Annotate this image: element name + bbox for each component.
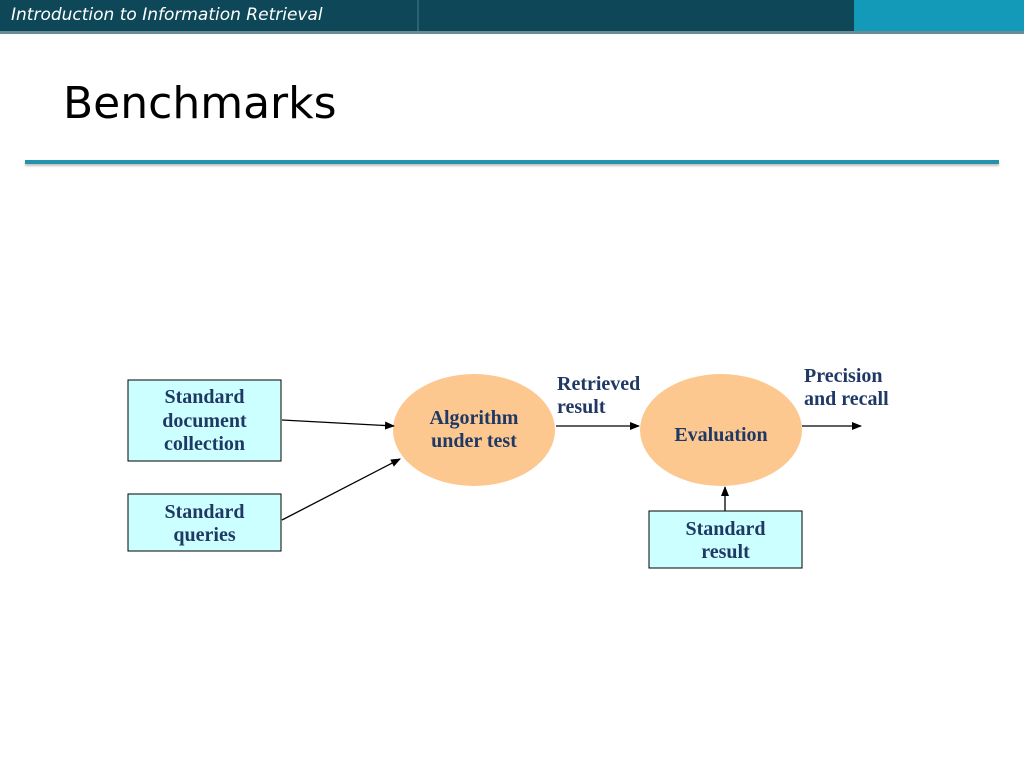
- algorithm-line-2: under test: [431, 430, 517, 452]
- precision-recall-line-2: and recall: [804, 388, 889, 410]
- course-title: Introduction to Information Retrieval: [11, 5, 323, 25]
- precision-recall-line-1: Precision: [804, 365, 883, 387]
- queries-box: [127, 493, 282, 552]
- label-precision-and-recall: Precision and recall: [804, 365, 889, 410]
- header-bar: [0, 0, 1024, 34]
- doc-collection-line-1: Standard: [164, 386, 244, 408]
- node-standard-result: Standard result: [648, 510, 803, 569]
- header-divider: [417, 0, 419, 32]
- evaluation-ellipse: [640, 374, 802, 486]
- doc-collection-line-3: collection: [164, 433, 245, 455]
- queries-line-2: queries: [173, 524, 235, 546]
- node-standard-queries: Standard queries: [127, 493, 282, 552]
- page-title: Benchmarks: [63, 78, 337, 129]
- queries-line-1: Standard: [164, 501, 244, 523]
- retrieved-result-line-2: result: [557, 396, 606, 418]
- algorithm-ellipse: [393, 374, 555, 486]
- algorithm-line-1: Algorithm: [430, 407, 519, 429]
- doc-collection-line-2: document: [162, 410, 247, 432]
- retrieved-result-line-1: Retrieved: [557, 373, 640, 395]
- standard-result-line-2: result: [701, 541, 750, 563]
- header-underline: [0, 31, 1024, 34]
- header-accent-block: [854, 0, 1024, 32]
- arrow-queries-to-algorithm: [281, 458, 401, 521]
- node-standard-document-collection: Standard document collection: [127, 379, 282, 462]
- doc-collection-box: [127, 379, 282, 462]
- title-rule: [25, 160, 999, 164]
- standard-result-line-1: Standard: [685, 518, 765, 540]
- node-evaluation: Evaluation: [640, 374, 802, 486]
- arrow-collection-to-algorithm: [281, 419, 395, 430]
- standard-result-box: [648, 510, 803, 569]
- label-retrieved-result: Retrieved result: [557, 373, 640, 418]
- node-algorithm-under-test: Algorithm under test: [393, 374, 555, 486]
- evaluation-line-1: Evaluation: [674, 424, 767, 446]
